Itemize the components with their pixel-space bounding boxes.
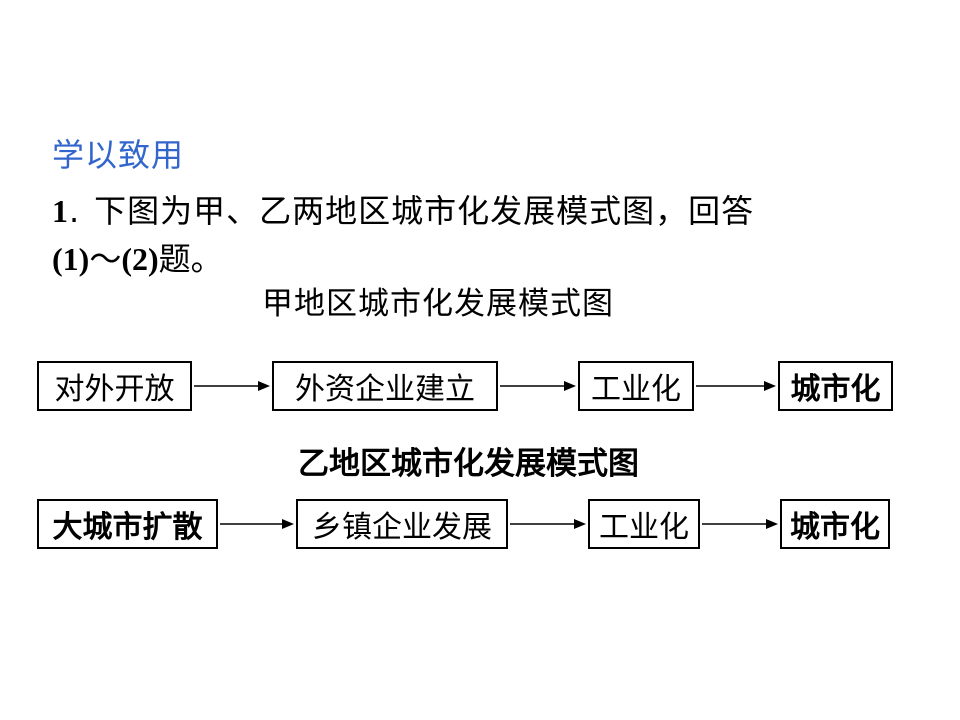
diagram-b-step-3: 工业化 (588, 499, 700, 549)
section-heading: 学以致用 (52, 136, 185, 174)
diagram-a-step-2: 外资企业建立 (272, 361, 498, 411)
diagram-b-arrow-1 (220, 516, 294, 532)
diagram-b-title: 乙地区城市化发展模式图 (298, 446, 639, 482)
diagram-b-step-2: 乡镇企业发展 (296, 499, 508, 549)
question-range-end: (2) (121, 241, 159, 277)
question-number-separator: . (69, 192, 81, 230)
diagram-a-title: 甲地区城市化发展模式图 (262, 286, 614, 322)
question-line-2: (1)～(2)题。 (52, 234, 223, 280)
question-suffix: 题。 (158, 240, 223, 278)
diagram-a-arrow-1 (194, 378, 270, 394)
diagram-a-arrow-2 (500, 378, 576, 394)
diagram-a-step-4: 城市化 (778, 361, 893, 411)
question-line-1: 1. 下图为甲、乙两地区城市化发展模式图，回答 (52, 186, 754, 232)
diagram-b-arrow-2 (510, 516, 586, 532)
question-range-tilde: ～ (89, 240, 122, 278)
diagram-a-step-1: 对外开放 (37, 361, 192, 411)
question-range-start: (1) (52, 241, 90, 277)
diagram-b-step-4: 城市化 (780, 499, 890, 549)
question-number: 1 (52, 193, 69, 229)
diagram-b-arrow-3 (702, 516, 778, 532)
diagram-a-step-3: 工业化 (578, 361, 694, 411)
diagram-b-step-1: 大城市扩散 (37, 499, 218, 549)
question-text: 下图为甲、乙两地区城市化发展模式图，回答 (94, 192, 755, 230)
diagram-a-arrow-3 (696, 378, 776, 394)
